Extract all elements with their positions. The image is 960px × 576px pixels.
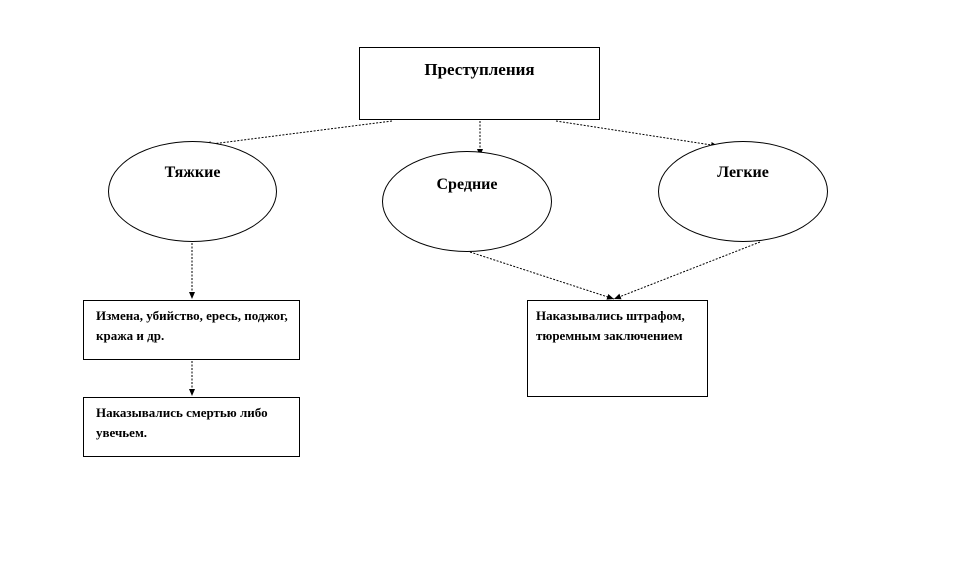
other-punishment-text: Наказывались штрафом, тюремным заключени… [536, 308, 685, 343]
severe-crimes-text: Измена, убийство, ересь, поджог, кража и… [96, 308, 288, 343]
category-node-severe: Тяжкие [108, 141, 277, 242]
root-node-label: Преступления [424, 60, 535, 79]
severe-crimes-box: Измена, убийство, ересь, поджог, кража и… [83, 300, 300, 360]
category-label-medium: Средние [436, 176, 498, 193]
root-node-crimes: Преступления [359, 47, 600, 120]
severe-punishment-text: Наказывались смертью либо увечьем. [96, 405, 268, 440]
category-label-severe: Тяжкие [164, 164, 221, 181]
arrow-medium-to-punishment [469, 251, 615, 300]
category-node-light: Легкие [658, 141, 828, 242]
category-node-medium: Средние [382, 151, 552, 252]
severe-punishment-box: Наказывались смертью либо увечьем. [83, 397, 300, 457]
other-punishment-box: Наказывались штрафом, тюремным заключени… [527, 300, 708, 397]
arrow-root-to-light [555, 120, 719, 148]
arrow-light-to-punishment [613, 241, 761, 300]
arrow-root-to-severe [203, 120, 393, 148]
category-label-light: Легкие [717, 164, 769, 181]
